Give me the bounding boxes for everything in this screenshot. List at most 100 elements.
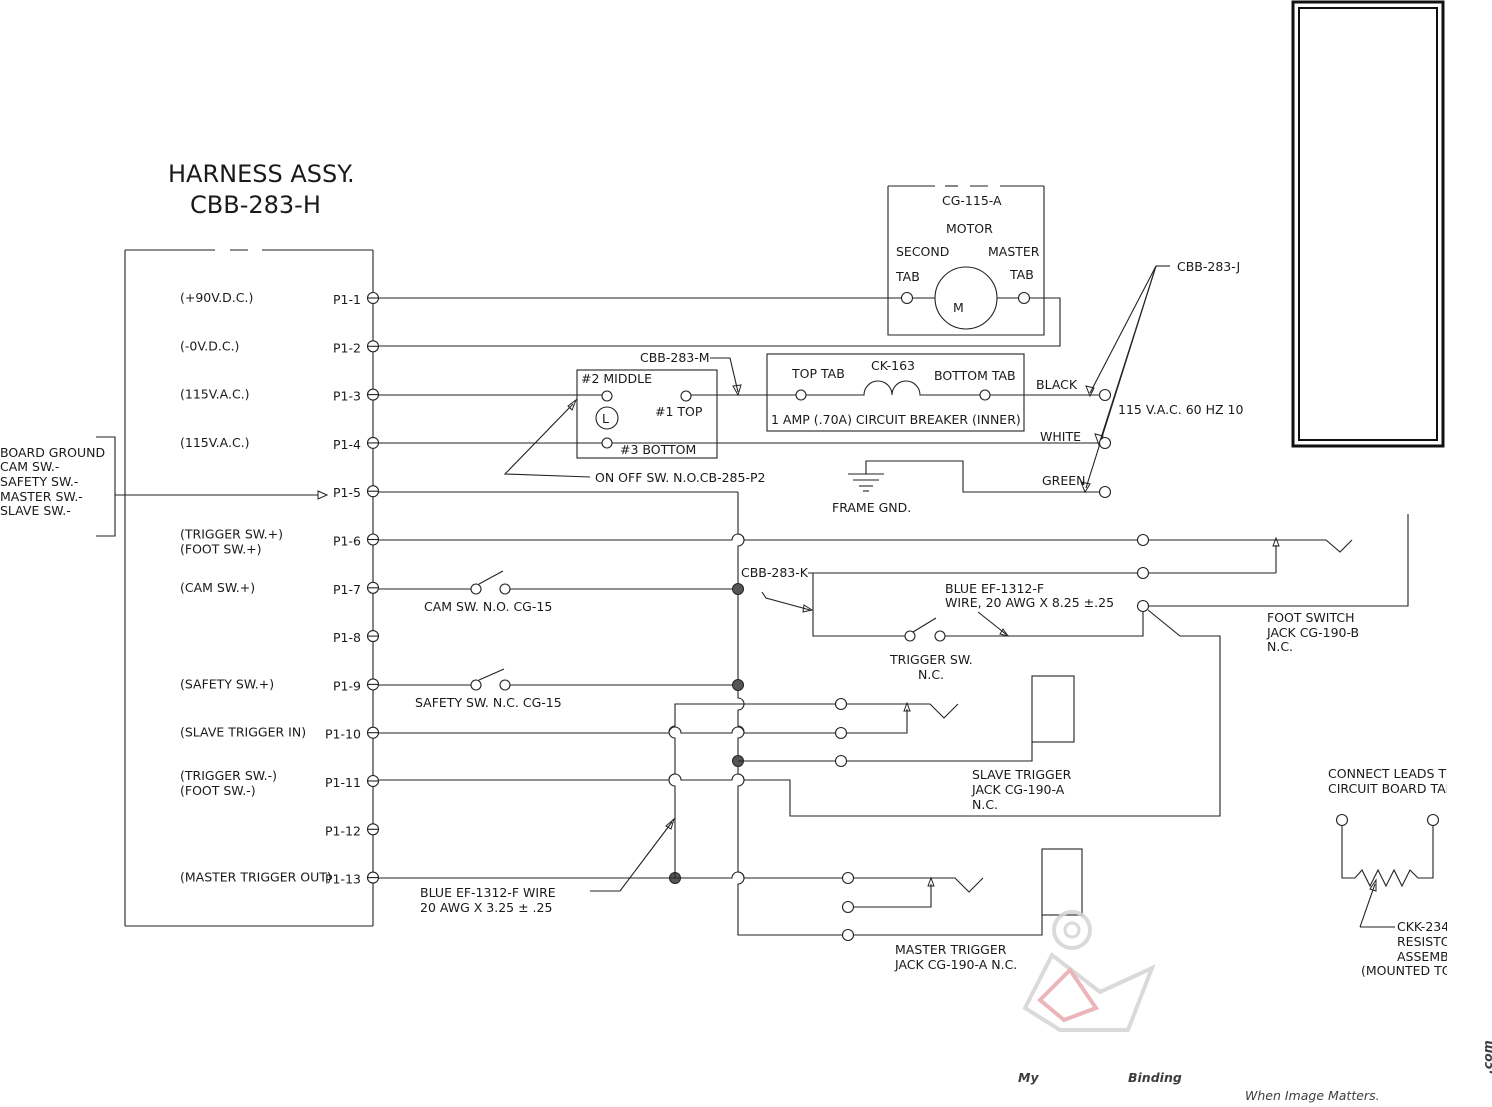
master-jack-label: MASTER TRIGGER [895, 942, 1007, 957]
switch-middle: #2 MIDDLE [581, 371, 652, 386]
pin-row: P1-8 [333, 630, 380, 645]
blue-wire-h-line2: 20 AWG X 3.25 ± .25 [420, 900, 552, 915]
pin-rows: (+90V.D.C.) P1-1 (-0V.D.C.)P1-2 (115V.A.C.)… [180, 290, 380, 887]
blue-wire-k-line2: WIRE, 20 AWG X 8.25 ±.25 [945, 595, 1114, 610]
breaker-bottom-tab: BOTTOM TAB [934, 368, 1016, 383]
pin-id: P1-4 [333, 437, 361, 452]
switch-bottom-terminal [601, 437, 613, 449]
green-terminal [1098, 485, 1112, 499]
title-block [1291, 0, 1445, 448]
ground-label: BOARD GROUND [0, 445, 105, 460]
safety-sw-label: SAFETY SW. N.C. CG-15 [415, 695, 562, 710]
breaker-rating: 1 AMP (.70A) CIRCUIT BREAKER (INNER) [771, 412, 1021, 427]
pin-row: (TRIGGER SW.-)(FOOT SW.-)P1-11 [180, 768, 380, 798]
breaker-bottom-terminal [979, 389, 991, 401]
pin-id: P1-11 [325, 775, 361, 790]
pin-id: P1-13 [325, 872, 361, 887]
motor-box: CG-115-A MOTOR SECOND MASTER TAB TAB M [887, 185, 1045, 336]
ground-label: SLAVE SW.- [0, 503, 71, 518]
pin-function-label: (SLAVE TRIGGER IN) [180, 725, 306, 740]
switch-middle-terminal [601, 390, 613, 402]
pin-function-label: (+90V.D.C.) [180, 290, 253, 305]
pin-row: (115V.A.C.) P1-3 [180, 387, 380, 404]
pin-function-label: (TRIGGER SW.+) [180, 527, 283, 542]
harness-title: HARNESS ASSY. [168, 160, 355, 188]
resistor-line3: ASSEMBLY [1397, 949, 1462, 964]
master-jack-body [1041, 848, 1083, 916]
pin-function-label-2: (FOOT SW.+) [180, 542, 262, 557]
cbb-283-m-label: CBB-283-M [640, 350, 710, 365]
pin-id: P1-1 [333, 292, 361, 307]
safety-sw-terminal-1 [470, 679, 482, 691]
trigger-sw-nc: N.C. [918, 667, 944, 682]
white-terminal [1098, 436, 1112, 450]
blue-wire-k-line1: BLUE EF-1312-F [945, 581, 1044, 596]
ground-label: MASTER SW.- [0, 489, 83, 504]
master-jack-terminal-2 [841, 900, 855, 914]
cbb-283-j-label: CBB-283-J [1177, 259, 1240, 274]
pin-row: (SLAVE TRIGGER IN) P1-10 [180, 725, 380, 742]
watermark-tagline: When Image Matters. [1245, 1088, 1380, 1103]
power-white: WHITE [1040, 429, 1081, 444]
lamp-symbol [595, 406, 619, 430]
pin-id: P1-12 [325, 823, 361, 838]
power-green: GREEN [1042, 473, 1086, 488]
ground-label: CAM SW.- [0, 459, 59, 474]
motor-master-terminal [1017, 291, 1031, 305]
pin-id: P1-10 [325, 727, 361, 742]
pin-row: (TRIGGER SW.+)(FOOT SW.+) P1-6 [180, 527, 380, 557]
breaker-part: CK-163 [871, 358, 915, 373]
foot-jack-terminal-2 [1136, 566, 1150, 580]
pin-id: P1-6 [333, 534, 361, 549]
pin-row: P1-12 [325, 823, 380, 838]
trigger-sw-label: TRIGGER SW. [889, 652, 973, 667]
switch-top: #1 TOP [655, 404, 703, 419]
cam-sw-label: CAM SW. N.O. CG-15 [424, 599, 552, 614]
slave-jack-nc: N.C. [972, 797, 998, 812]
pin-row: (-0V.D.C.)P1-2 [180, 338, 380, 355]
pin-function-label: (115V.A.C.) [180, 387, 250, 402]
cam-sw-terminal-1 [470, 583, 482, 595]
lamp-letter: L [602, 411, 609, 426]
power-spec: 115 V.A.C. 60 HZ 10 [1118, 402, 1243, 417]
slave-jack-terminal-3 [834, 754, 848, 768]
foot-switch-nc: N.C. [1267, 639, 1293, 654]
resistor-line2: RESISTOR [1397, 934, 1460, 949]
harness-box [124, 249, 374, 927]
pin-row: (MASTER TRIGGER OUT)P1-13 [180, 870, 380, 887]
cbb-283-m: CBB-283-M [640, 350, 742, 397]
cbb-283-k-label: CBB-283-K [741, 565, 809, 580]
power-input: BLACK WHITE GREEN 115 V.A.C. 60 HZ 10 [1036, 377, 1243, 499]
pin-row: (+90V.D.C.) P1-1 [180, 290, 380, 307]
on-off-switch: #2 MIDDLE #1 TOP #3 BOTTOM L ON OFF SW. … [503, 369, 765, 485]
watermark: My Binding .com When Image Matters. [1018, 910, 1492, 1103]
breaker-top-terminal [795, 389, 807, 401]
foot-switch-jack: JACK CG-190-B [1266, 625, 1359, 640]
frame-ground-label: FRAME GND. [832, 500, 911, 515]
pin-function-label: (TRIGGER SW.-) [180, 768, 277, 783]
master-jack-terminal-1 [841, 871, 855, 885]
resistor-terminal-2 [1426, 813, 1440, 827]
motor-master: MASTER [988, 244, 1040, 259]
pin-function-label: (115V.A.C.) [180, 435, 250, 450]
ground-label: SAFETY SW.- [0, 474, 78, 489]
cam-sw-terminal-2 [499, 583, 511, 595]
trigger-sw-terminal-1 [904, 630, 916, 642]
foot-switch-label: FOOT SWITCH [1267, 610, 1355, 625]
cbb-283-j: CBB-283-J [1080, 259, 1240, 494]
master-jack-terminal-3 [841, 928, 855, 942]
pin-function-label: (CAM SW.+) [180, 580, 255, 595]
pin-row: (CAM SW.+)P1-7 [180, 580, 380, 597]
trigger-sw-terminal-2 [934, 630, 946, 642]
slave-jack-part: JACK CG-190-A [971, 782, 1065, 797]
cbb-283-k: CBB-283-K TRIGGER SW. N.C. BLUE EF-1312-… [741, 565, 1144, 682]
pin-id: P1-8 [333, 630, 361, 645]
pin-id: P1-3 [333, 389, 361, 404]
blue-wire-h-line1: BLUE EF-1312-F WIRE [420, 885, 556, 900]
watermark-brand-a: My [1018, 1070, 1039, 1085]
motor-title: MOTOR [946, 221, 993, 236]
switch-bottom: #3 BOTTOM [620, 442, 696, 457]
pin-function-label: (-0V.D.C.) [180, 338, 239, 353]
watermark-brand-b: Binding [1128, 1070, 1182, 1085]
